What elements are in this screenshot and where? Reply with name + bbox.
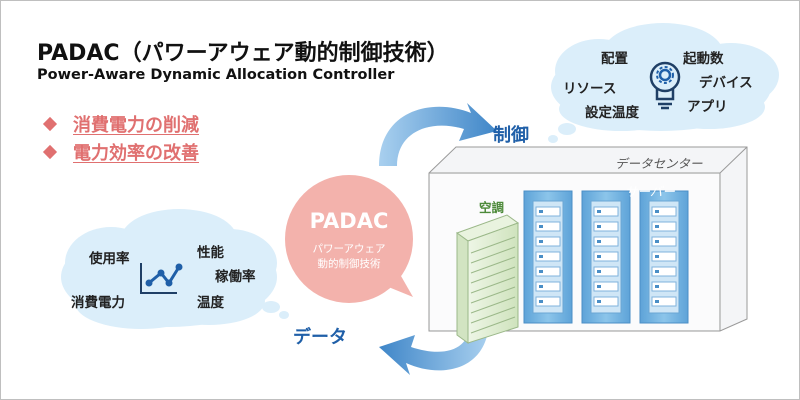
right-cloud-word: リソース (563, 81, 617, 97)
control-arrow (379, 103, 497, 166)
server-led (597, 270, 601, 273)
server-drive-slot (651, 296, 677, 307)
server-led (597, 225, 601, 228)
page-subtitle: Power-Aware Dynamic Allocation Controlle… (37, 67, 395, 83)
server-drive-slot (535, 281, 561, 292)
server-led (655, 255, 659, 258)
server-led (597, 255, 601, 258)
right-cloud-word: 設定温度 (585, 105, 639, 121)
server-slots (535, 206, 677, 307)
left-cloud (61, 209, 289, 329)
server-drive-slot (651, 251, 677, 262)
server-drive-slot (651, 266, 677, 277)
right-cloud-word: 起動数 (683, 51, 724, 67)
bullet-item-1: 消費電力の削減 (42, 111, 199, 137)
server-led (597, 240, 601, 243)
server-led (597, 210, 601, 213)
aircon-label: 空調 (479, 200, 505, 215)
data-arrow (379, 319, 489, 375)
left-cloud-word: 使用率 (89, 251, 130, 267)
lightbulb-gear-icon (649, 61, 681, 110)
server-drive-slot (535, 206, 561, 217)
right-cloud-word: デバイス (699, 75, 753, 91)
server-drive-slot (651, 236, 677, 247)
left-cloud-word: 稼働率 (215, 269, 256, 285)
server-led (539, 240, 543, 243)
control-label: 制御 (493, 125, 529, 146)
server-led (539, 225, 543, 228)
server-drive-slot (651, 221, 677, 232)
server-drive-slot (593, 266, 619, 277)
server-led (539, 210, 543, 213)
server-led (655, 285, 659, 288)
line-chart-icon (140, 263, 183, 294)
datacenter-label: データセンター (615, 156, 703, 171)
server-drive-slot (535, 266, 561, 277)
server-led (655, 240, 659, 243)
left-cloud-word: 温度 (197, 295, 224, 311)
server-drive-slot (593, 281, 619, 292)
server-led (655, 210, 659, 213)
right-cloud-word: 配置 (601, 51, 628, 67)
bullet-text: 消費電力の削減 (73, 115, 199, 136)
left-cloud-word: 消費電力 (71, 295, 125, 311)
server-led (655, 300, 659, 303)
padac-line2: 動的制御技術 (317, 258, 381, 270)
diamond-bullet-icon (42, 144, 58, 160)
page-title: PADAC（パワーアウェア動的制御技術） (37, 41, 449, 66)
server-drive-slot (535, 236, 561, 247)
server-drive-slot (535, 296, 561, 307)
server-drive-slot (593, 236, 619, 247)
data-label: データ (293, 327, 347, 348)
bullet-text: 電力効率の改善 (73, 143, 199, 164)
left-cloud-word: 性能 (197, 245, 224, 261)
server-led (539, 255, 543, 258)
server-led (655, 225, 659, 228)
server-drive-slot (535, 221, 561, 232)
server-drive-slot (651, 206, 677, 217)
right-cloud (548, 23, 779, 143)
server-label: サーバー (625, 184, 675, 199)
server-led (539, 270, 543, 273)
padac-line1: パワーアウェア (312, 243, 386, 255)
padac-circle (285, 175, 413, 303)
server-drive-slot (593, 206, 619, 217)
server-drive-slot (593, 251, 619, 262)
server-drive-slot (651, 281, 677, 292)
server-led (539, 285, 543, 288)
server-led (655, 270, 659, 273)
aircon-unit (455, 214, 520, 344)
diamond-bullet-icon (42, 116, 58, 132)
server-led (539, 300, 543, 303)
bullet-item-2: 電力効率の改善 (42, 139, 199, 165)
server-led (597, 285, 601, 288)
server-drive-slot (593, 296, 619, 307)
server-drive-slot (535, 251, 561, 262)
server-drive-slot (593, 221, 619, 232)
right-cloud-word: アプリ (687, 99, 728, 115)
server-led (597, 300, 601, 303)
padac-name: PADAC (309, 209, 389, 233)
